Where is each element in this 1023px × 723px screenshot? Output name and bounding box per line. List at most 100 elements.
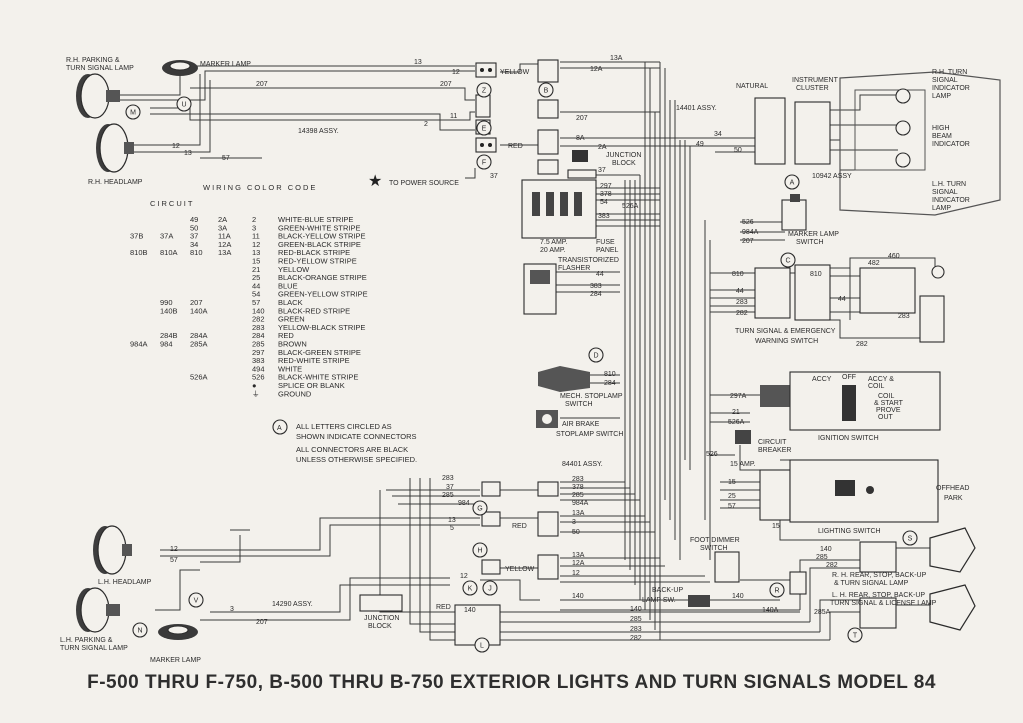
legend-circuit-number: 3A [218, 223, 227, 232]
circuit-breaker-label-1: CIRCUIT [758, 439, 787, 446]
lh-rear-label-2: TURN SIGNAL & LICENSE LAMP [830, 600, 937, 607]
legend-color-name: BLACK-WHITE STRIPE [278, 373, 358, 382]
wire-label: 37 [598, 167, 606, 174]
legend-color-name: RED-WHITE STRIPE [278, 356, 350, 365]
connector-letter-u: U [181, 102, 186, 109]
wire-label: 37 [490, 173, 498, 180]
legend-circuit-number: 140B [160, 306, 178, 315]
fuse-panel-label-2: 20 AMP. [540, 247, 566, 254]
legend-circuit-number: 810 [190, 248, 203, 257]
connector-circle-a [784, 174, 800, 190]
rh-headlamp-label: R.H. HEADLAMP [88, 179, 143, 186]
wire-label: 283 [572, 476, 584, 483]
wire-label: 25 [728, 493, 736, 500]
legend-color-name: BLACK-YELLOW STRIPE [278, 232, 366, 241]
legend-circuit-number: 285 [252, 340, 265, 349]
marker-switch-label-2: SWITCH [796, 239, 824, 246]
to-power-source-label: TO POWER SOURCE [389, 180, 459, 187]
foot-dimmer-switch [714, 551, 740, 583]
wire-label: 282 [630, 635, 642, 642]
legend-color-name: BLUE [278, 281, 298, 290]
wire-label: 57 [222, 155, 230, 162]
legend-circuit-number: 2 [252, 215, 256, 224]
wire-label: 285 [572, 492, 584, 499]
legend-circuit-number: 3 [252, 223, 256, 232]
wire-label: 378 [600, 191, 612, 198]
wire-label: 383 [598, 213, 610, 220]
lh-turn-label-4: LAMP [932, 205, 951, 212]
wire-label: 282 [826, 562, 838, 569]
flasher-label-2: FLASHER [558, 265, 590, 272]
legend-circuit-number: 54 [252, 290, 260, 299]
natural-label: NATURAL [736, 83, 768, 90]
junction-block-top-label-2: BLOCK [612, 160, 636, 167]
legend-circuit-number: 282 [252, 315, 265, 324]
legend-color-name: BLACK-GREEN STRIPE [278, 348, 361, 357]
connector-circle-j [482, 580, 498, 596]
legend-color-name: YELLOW [278, 265, 310, 274]
lower-connectors [454, 481, 559, 646]
rh-turn-label-2: SIGNAL [932, 77, 958, 84]
instrument-cluster [754, 71, 1001, 216]
legend-circuit-number: 37A [160, 232, 173, 241]
wire-label: 44 [736, 288, 744, 295]
wire-label: 12A [572, 560, 585, 567]
wire-label: 50 [734, 147, 742, 154]
foot-dimmer-label-1: FOOT DIMMER [690, 537, 740, 544]
wire-label: 383 [590, 283, 602, 290]
ignition-accy-coil-1: ACCY & [868, 376, 894, 383]
legend-circuit-number: 810A [160, 248, 178, 257]
wire-label: 285 [442, 492, 454, 499]
wire-label: 140 [732, 593, 744, 600]
legend-circuit-number: 12 [252, 240, 260, 249]
fuse-panel-label-3: FUSE [596, 239, 615, 246]
diagram-title: F-500 THRU F-750, B-500 THRU B-750 EXTER… [87, 672, 936, 693]
wire-label: 21 [732, 409, 740, 416]
legend-note2-line1: ALL CONNECTORS ARE BLACK [296, 445, 408, 454]
wire-label: 482 [868, 260, 880, 267]
legend-color-name: GREEN-WHITE STRIPE [278, 223, 361, 232]
legend-color-name: BLACK [278, 298, 303, 307]
legend-connector-icon [272, 419, 288, 435]
turn-signal-switch [754, 264, 945, 343]
flasher-label-1: TRANSISTORIZED [558, 257, 619, 264]
wire-label: 11 [450, 113, 457, 120]
marker-lamp-top-label: MARKER LAMP [200, 61, 251, 68]
wire-label: 8A [576, 135, 585, 142]
wire-label: 284 [604, 380, 616, 387]
connector-circle-s [902, 530, 918, 546]
legend-color-name: GREEN-BLACK STRIPE [278, 240, 361, 249]
rh-turn-label-1: R.H. TURN [932, 69, 967, 76]
legend-color-name: WHITE [278, 364, 302, 373]
stoplamp-switch-label-1: MECH. STOPLAMP [560, 393, 623, 400]
rh-parking-lamp-icon [76, 73, 120, 119]
legend-circuit-number: 494 [252, 364, 265, 373]
connector-circle-f [476, 154, 492, 170]
connector-circle-z [476, 82, 492, 98]
lighting-switch [759, 459, 939, 523]
wire-label: 526A [622, 203, 639, 210]
legend-note2-line2: UNLESS OTHERWISE SPECIFIED. [296, 455, 417, 464]
legend-color-name: GREEN [278, 315, 305, 324]
marker-switch-label-1: MARKER LAMP [788, 231, 839, 238]
wire-label: 2 [424, 121, 428, 128]
connector-circle-u [176, 96, 192, 112]
wire-label: 207 [576, 115, 588, 122]
legend-circuit-number: ● [252, 381, 257, 390]
wire-label: 12 [460, 573, 468, 580]
turn-emergency-label-1: TURN SIGNAL & EMERGENCY [735, 328, 836, 335]
connector-letter-m: M [130, 110, 136, 117]
connector-circle-h [472, 542, 488, 558]
connector-circle-n [132, 622, 148, 638]
connector-letter-d: D [593, 353, 598, 360]
legend-circuit-number: 13A [218, 248, 231, 257]
high-beam-label-2: BEAM [932, 133, 952, 140]
component-labels: R.H. PARKING & TURN SIGNAL LAMP MARKER L… [60, 57, 970, 664]
lighting-off: OFF [936, 485, 950, 492]
wire-label: 378 [572, 484, 584, 491]
legend-circuit-number: 990 [160, 298, 173, 307]
foot-dimmer-label-2: SWITCH [700, 545, 728, 552]
fuse-panel-label-4: PANEL [596, 247, 619, 254]
wire-label: 207 [256, 619, 268, 626]
